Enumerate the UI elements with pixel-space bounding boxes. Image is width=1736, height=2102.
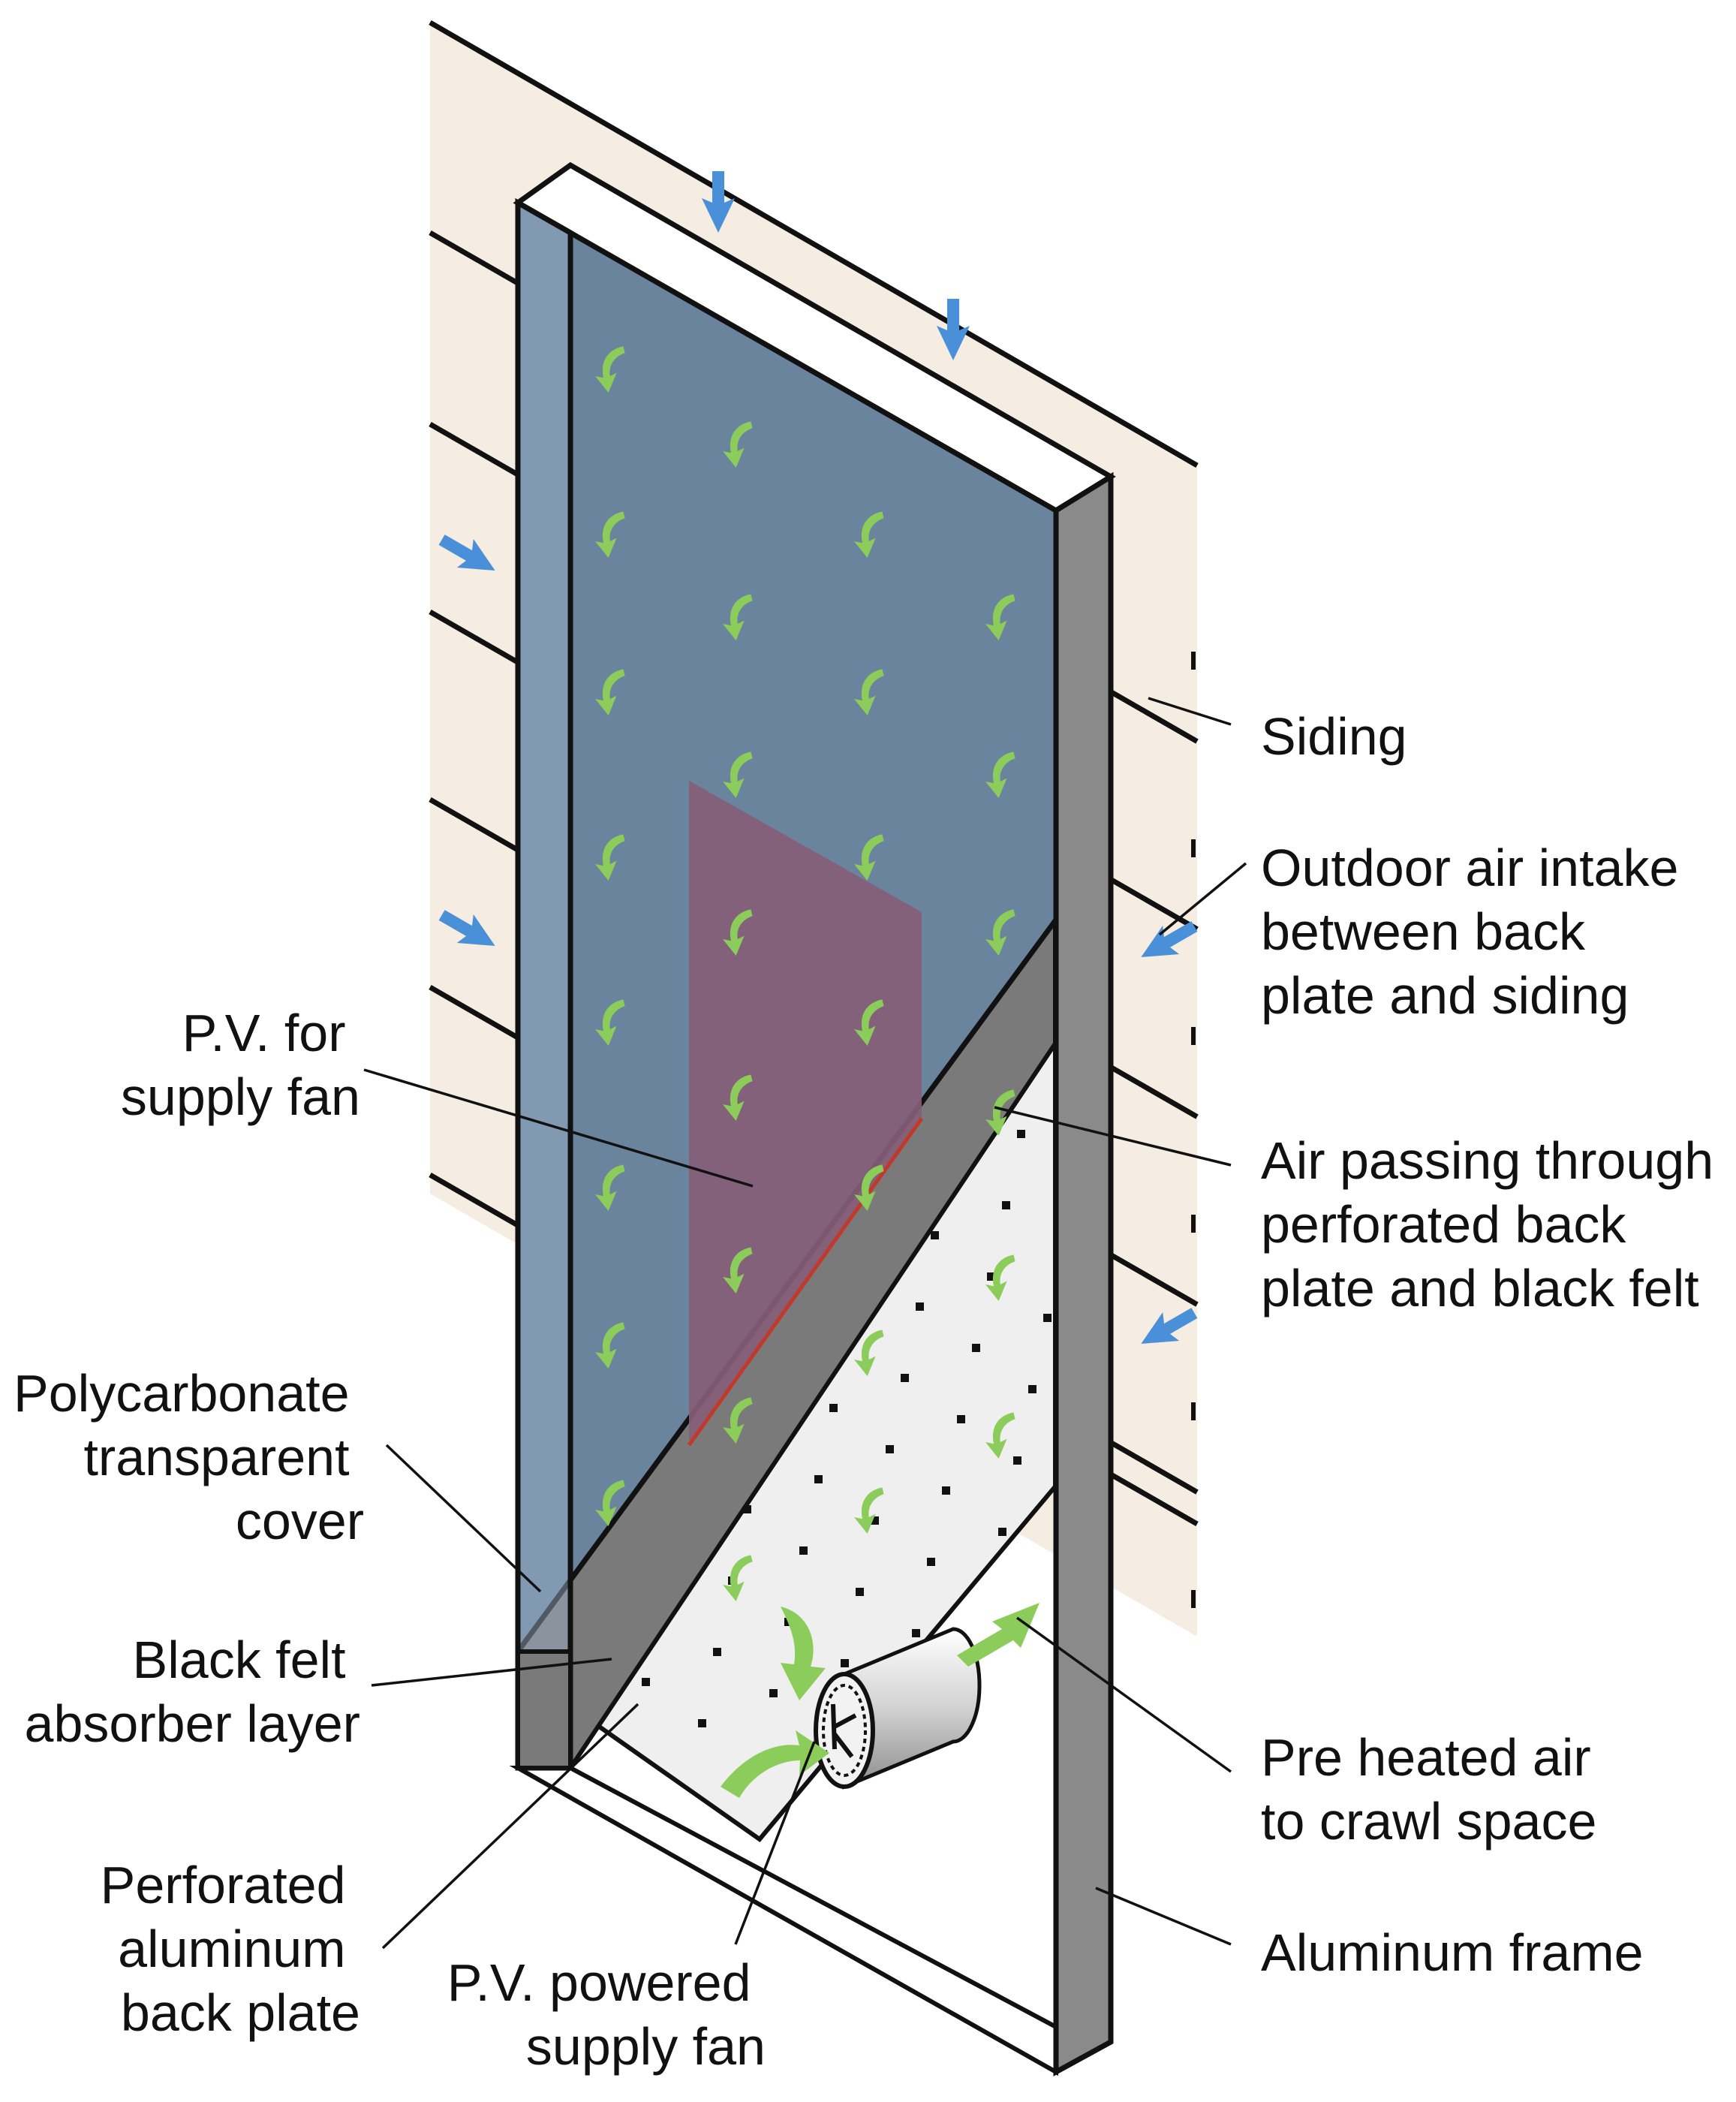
airflow-arrow-icon [723, 1247, 753, 1293]
airflow-arrow-icon [854, 1487, 884, 1534]
airflow-arrow-icon [595, 1322, 625, 1369]
label-polycarbonate-cover: Polycarbonate transparent cover [14, 1364, 364, 1550]
airflow-arrow-icon [854, 999, 884, 1046]
label-pre-heated-air: Pre heated air to crawl space [1261, 1728, 1605, 1851]
airflow-arrow-icon [723, 1555, 753, 1601]
airflow-arrow-icon [985, 751, 1015, 798]
airflow-arrow-icon [985, 1254, 1015, 1301]
pre-heated-air-arrow-icon [957, 1603, 1039, 1667]
pv-panel-for-supply-fan [689, 781, 922, 1445]
airflow-arrow-icon [723, 909, 753, 956]
airflow-arrow-icon [595, 511, 625, 558]
airflow-arrow-icon [854, 834, 884, 881]
labels: Siding Outdoor air intake between back p… [14, 707, 1728, 2076]
airflow-arrow-icon [723, 594, 753, 640]
label-perforated-back-plate: Perforated aluminum back plate [101, 1856, 360, 2042]
supply-fan-icon [814, 1627, 982, 1790]
airflow-arrow-icon [854, 511, 884, 558]
airflow-arrow-icon [595, 1480, 625, 1526]
outdoor-air-arrow-icon [438, 910, 495, 946]
airflow-arrow-icon [595, 1164, 625, 1211]
airflow-arrow-icon [723, 1397, 753, 1444]
outdoor-air-arrow-icon [438, 535, 495, 571]
airflow-arrow-icon [854, 1164, 884, 1211]
airflow-arrow-icon [985, 594, 1015, 640]
airflow-arrow-icon [723, 1074, 753, 1121]
label-aluminum-frame: Aluminum frame [1261, 1923, 1644, 1982]
pv-panel-red-edge [687, 1117, 924, 1447]
label-pv-for-supply-fan: P.V. for supply fan [121, 1004, 360, 1126]
airflow-arrow-icon [985, 1089, 1015, 1136]
outdoor-air-arrow-icon [937, 299, 970, 360]
frame-right-side [1053, 471, 1114, 2076]
outdoor-air-arrows [438, 171, 1198, 1344]
airflow-arrow-icon [854, 1330, 884, 1376]
airflow-arrow-icon [985, 909, 1015, 956]
label-black-felt-absorber: Black felt absorber layer [25, 1631, 360, 1753]
label-pv-powered-fan: P.V. powered supply fan [447, 1953, 766, 2076]
cover-edge-highlight [518, 203, 570, 1659]
label-siding: Siding [1261, 707, 1407, 766]
aluminum-frame [513, 161, 1116, 2076]
airflow-arrow-icon [595, 834, 625, 881]
airflow-arrow-icon [595, 346, 625, 393]
leader-lines [363, 697, 1247, 1950]
outdoor-air-arrow-icon [1141, 1308, 1198, 1344]
airflow-arrow-icon [854, 669, 884, 715]
airflow-arrow-icon [723, 421, 753, 468]
fan-inflow-arrow-icon [721, 1607, 829, 1798]
outdoor-air-arrow-icon [702, 171, 735, 233]
label-outdoor-air-intake: Outdoor air intake between back plate an… [1261, 839, 1693, 1025]
airflow-arrow-icon [595, 999, 625, 1046]
airflow-arrow-icon [985, 1412, 1015, 1459]
airflow-arrow-icon [595, 669, 625, 715]
outdoor-air-arrow-icon [1141, 921, 1198, 957]
airflow-arrow-icon [723, 751, 753, 798]
label-air-passing-through: Air passing through perforated back plat… [1261, 1131, 1728, 1318]
